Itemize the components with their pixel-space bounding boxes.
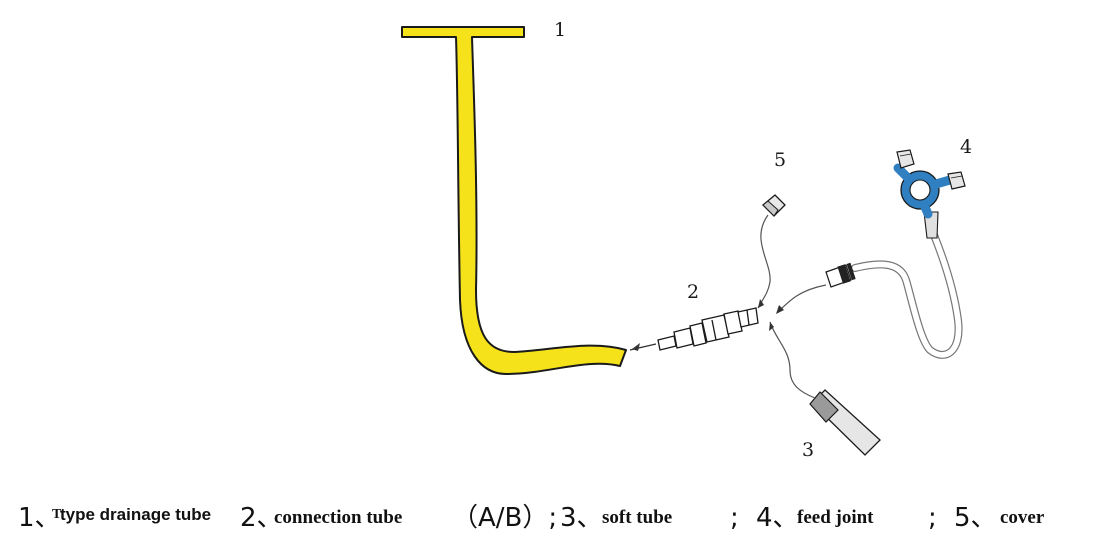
label-part-2: 2: [687, 281, 699, 303]
figure-caption: 1、 T type drainage tube 2、 connection tu…: [18, 498, 1098, 538]
label-part-1: 1: [554, 19, 566, 41]
caption-sep-3: ;: [730, 503, 739, 533]
caption-ab: （A/B）;: [452, 503, 558, 533]
caption-text-1: type drainage tube: [60, 505, 212, 524]
caption-number-4: 4、: [756, 503, 799, 533]
connection-tube: [629, 307, 759, 351]
caption-number-3: 3、: [560, 503, 603, 533]
label-part-5: 5: [774, 149, 786, 171]
caption-t-prefix: T: [52, 507, 62, 522]
label-part-3: 3: [802, 439, 814, 461]
caption-number-1: 1、: [18, 503, 61, 533]
caption-sep-4: ;: [928, 503, 937, 533]
t-type-drainage-tube: [401, 26, 627, 375]
caption-number-2: 2、: [240, 503, 283, 533]
soft-tube: [769, 321, 881, 456]
caption-text-2: connection tube: [274, 507, 403, 528]
caption-text-3: soft tube: [602, 507, 673, 528]
caption-number-5: 5、: [954, 503, 997, 533]
caption-text-4: feed joint: [797, 507, 874, 528]
feed-joint: [776, 149, 966, 359]
drainage-set-diagram: 1 2 3 4 5: [401, 19, 972, 461]
label-part-4: 4: [960, 136, 972, 158]
cover: [757, 194, 786, 309]
caption-text-5: cover: [1000, 507, 1045, 528]
